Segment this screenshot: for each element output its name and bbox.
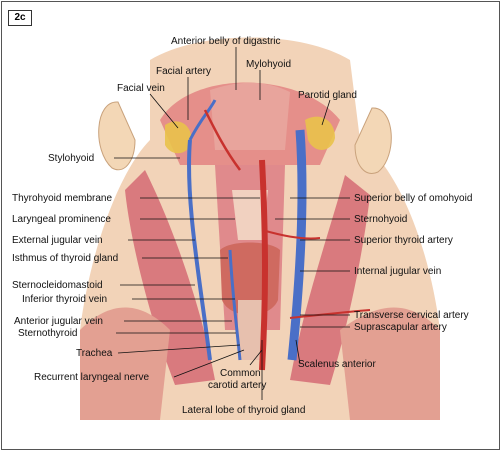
label-common-carotid-line2: carotid artery <box>208 380 266 391</box>
left-ear <box>99 102 135 170</box>
label-laryngeal-prominence: Laryngeal prominence <box>12 214 111 225</box>
label-thyrohyoid-membrane: Thyrohyoid membrane <box>12 193 112 204</box>
label-transverse-cervical-artery: Transverse cervical artery <box>354 310 469 321</box>
label-facial-artery: Facial artery <box>156 66 211 77</box>
label-facial-vein: Facial vein <box>117 83 165 94</box>
label-common-carotid-line1: Common <box>220 368 261 379</box>
right-ear <box>355 108 391 174</box>
label-superior-thyroid-artery: Superior thyroid artery <box>354 235 453 246</box>
label-scalenus-anterior: Scalenus anterior <box>298 359 376 370</box>
label-external-jugular-vein: External jugular vein <box>12 235 103 246</box>
label-sternohyoid: Sternohyoid <box>354 214 407 225</box>
label-anterior-jugular-vein: Anterior jugular vein <box>14 316 103 327</box>
label-inferior-thyroid-vein: Inferior thyroid vein <box>22 294 107 305</box>
label-parotid-gland: Parotid gland <box>298 90 357 101</box>
common-carotid-artery <box>262 160 265 370</box>
label-lateral-lobe-thyroid: Lateral lobe of thyroid gland <box>182 405 305 416</box>
label-sternothyroid: Sternothyroid <box>18 328 77 339</box>
label-internal-jugular-vein: Internal jugular vein <box>354 266 441 277</box>
label-trachea: Trachea <box>76 348 113 359</box>
label-recurrent-laryngeal-nerve: Recurrent laryngeal nerve <box>34 372 149 383</box>
label-stylohyoid: Stylohyoid <box>48 153 94 164</box>
label-superior-belly-omohyoid: Superior belly of omohyoid <box>354 193 472 204</box>
label-sternocleidomastoid: Sternocleidomastoid <box>12 280 103 291</box>
label-suprascapular-artery: Suprascapular artery <box>354 322 447 333</box>
label-isthmus-thyroid: Isthmus of thyroid gland <box>12 253 118 264</box>
label-mylohyoid: Mylohyoid <box>246 59 291 70</box>
label-anterior-belly-digastric: Anterior belly of digastric <box>171 36 281 47</box>
